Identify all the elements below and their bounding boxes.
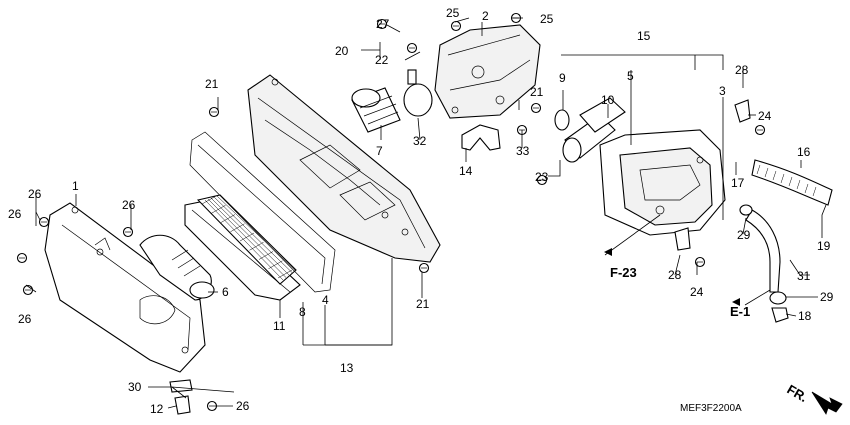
callout-16: 16 (797, 145, 811, 159)
screw-20-icon (406, 42, 418, 54)
drain-tube (745, 209, 781, 293)
air-cleaner-element (196, 194, 297, 285)
callout-31: 31 (797, 269, 811, 283)
callout-8: 8 (299, 305, 306, 319)
screw-26-b-icon (16, 252, 28, 264)
callout-13: 13 (340, 361, 354, 375)
callout-18: 18 (798, 309, 812, 323)
callout-26-b: 26 (8, 207, 22, 221)
callout-12: 12 (150, 402, 164, 416)
air-cleaner-case (247, 74, 441, 263)
callout-21-b: 21 (416, 297, 430, 311)
callout-9: 9 (559, 71, 566, 85)
callout-27: 27 (376, 17, 390, 31)
drain-plug (771, 307, 789, 323)
upper-housing (434, 24, 541, 119)
band (403, 69, 433, 117)
leader-lines (25, 17, 827, 409)
right-cover (599, 129, 726, 236)
callout-25-a: 25 (446, 6, 460, 20)
f23-arrow-icon (604, 248, 612, 256)
o-ring (554, 109, 570, 131)
callout-19: 19 (817, 239, 831, 253)
drawing-code: MEF3F2200A (680, 403, 742, 414)
clip-29-lower (769, 291, 787, 305)
side-cover (44, 202, 206, 373)
front-direction-label: FR. (785, 382, 811, 405)
callout-29-b: 29 (820, 290, 834, 304)
pipe (562, 97, 626, 163)
callout-26-d: 26 (18, 312, 32, 326)
callout-28-b: 28 (668, 268, 682, 282)
clip-28-lower (674, 227, 691, 251)
callout-21-c: 21 (530, 85, 544, 99)
callout-26-a: 26 (28, 187, 42, 201)
bolt-23-icon (536, 174, 548, 186)
bolt-25-left-icon (450, 20, 462, 32)
callout-21-a: 21 (205, 77, 219, 91)
callout-23: 23 (535, 170, 549, 184)
callout-30: 30 (128, 380, 142, 394)
callout-29-a: 29 (737, 228, 751, 242)
gasket-seal (189, 131, 336, 293)
callout-22: 22 (375, 53, 389, 67)
callout-10: 10 (601, 93, 615, 107)
connecting-boot (351, 87, 401, 133)
callout-26-e: 26 (236, 399, 250, 413)
callout-20: 20 (335, 44, 349, 58)
small-plug (174, 395, 191, 415)
callout-11: 11 (273, 319, 286, 333)
bolt-21-lower-icon (418, 262, 430, 274)
bolt-21-left-icon (208, 106, 220, 118)
clip-28-upper (734, 99, 751, 123)
screw-26-a-icon (38, 216, 50, 228)
bolt-21-upper-icon (530, 102, 542, 114)
callout-17: 17 (731, 176, 745, 190)
clip-29-upper (739, 204, 753, 216)
callout-33: 33 (516, 144, 530, 158)
callout-5: 5 (627, 69, 634, 83)
front-direction-arrow (811, 391, 843, 415)
callout-25-b: 25 (540, 12, 554, 26)
e1-arrow-icon (732, 298, 740, 306)
callout-24-b: 24 (690, 285, 704, 299)
breather-tube (751, 159, 833, 206)
callout-24-a: 24 (758, 109, 772, 123)
callout-1: 1 (72, 179, 79, 193)
callout-2: 2 (482, 9, 489, 23)
callout-6: 6 (222, 285, 229, 299)
bolt-24-upper-icon (754, 124, 766, 136)
callout-26-c: 26 (122, 198, 136, 212)
callout-32: 32 (413, 134, 427, 148)
reference-e1: E-1 (730, 304, 750, 319)
screw-26-c-icon (122, 226, 134, 238)
bracket (461, 124, 501, 151)
bolt-27-icon (376, 18, 388, 30)
callout-3: 3 (719, 84, 726, 98)
callout-7: 7 (376, 144, 383, 158)
callout-14: 14 (459, 164, 473, 178)
clip-30 (169, 379, 193, 393)
callout-15: 15 (637, 29, 651, 43)
reference-f23: F-23 (610, 265, 637, 280)
callout-28-a: 28 (735, 63, 749, 77)
callout-4: 4 (322, 293, 329, 307)
air-funnel (139, 234, 215, 301)
bolt-24-lower-icon (694, 256, 706, 268)
